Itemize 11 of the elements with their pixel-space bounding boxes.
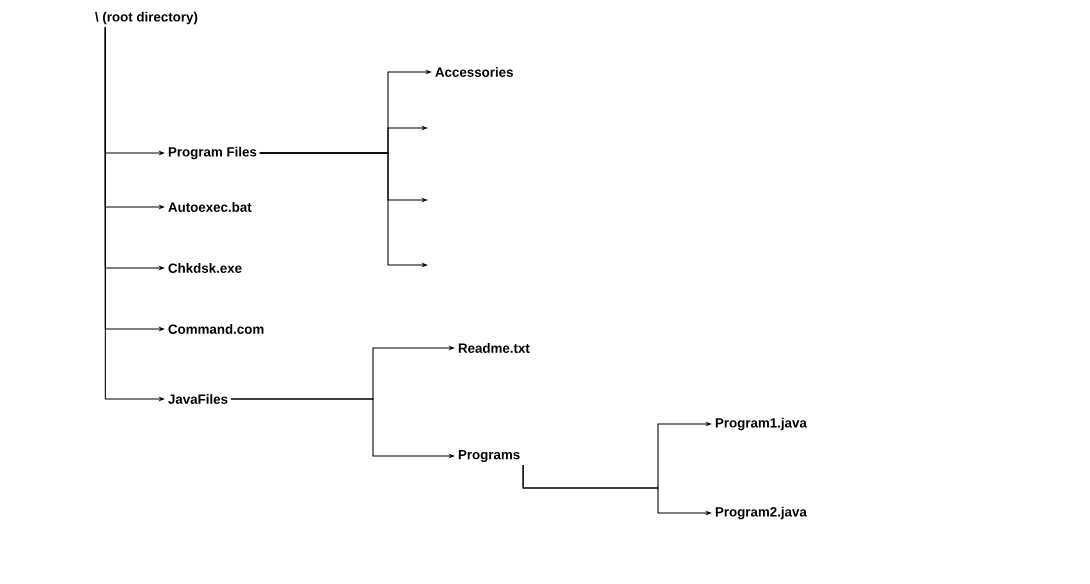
folder-label: Program1.java bbox=[715, 417, 807, 431]
folder-label: Program2.java bbox=[715, 506, 807, 520]
folder-label: Chkdsk.exe bbox=[168, 263, 242, 273]
folder-label: Accessories bbox=[435, 67, 513, 77]
folder-label: Autoexec.bat bbox=[168, 202, 252, 212]
folder-label: Program Files bbox=[168, 146, 257, 160]
folder-label: \ (root directory) bbox=[95, 11, 198, 25]
folder-label: JavaFiles bbox=[168, 394, 228, 404]
folder-label: Readme.txt bbox=[458, 343, 530, 353]
folder-label: Programs bbox=[458, 450, 520, 462]
folder-label: Command.com bbox=[168, 324, 264, 334]
